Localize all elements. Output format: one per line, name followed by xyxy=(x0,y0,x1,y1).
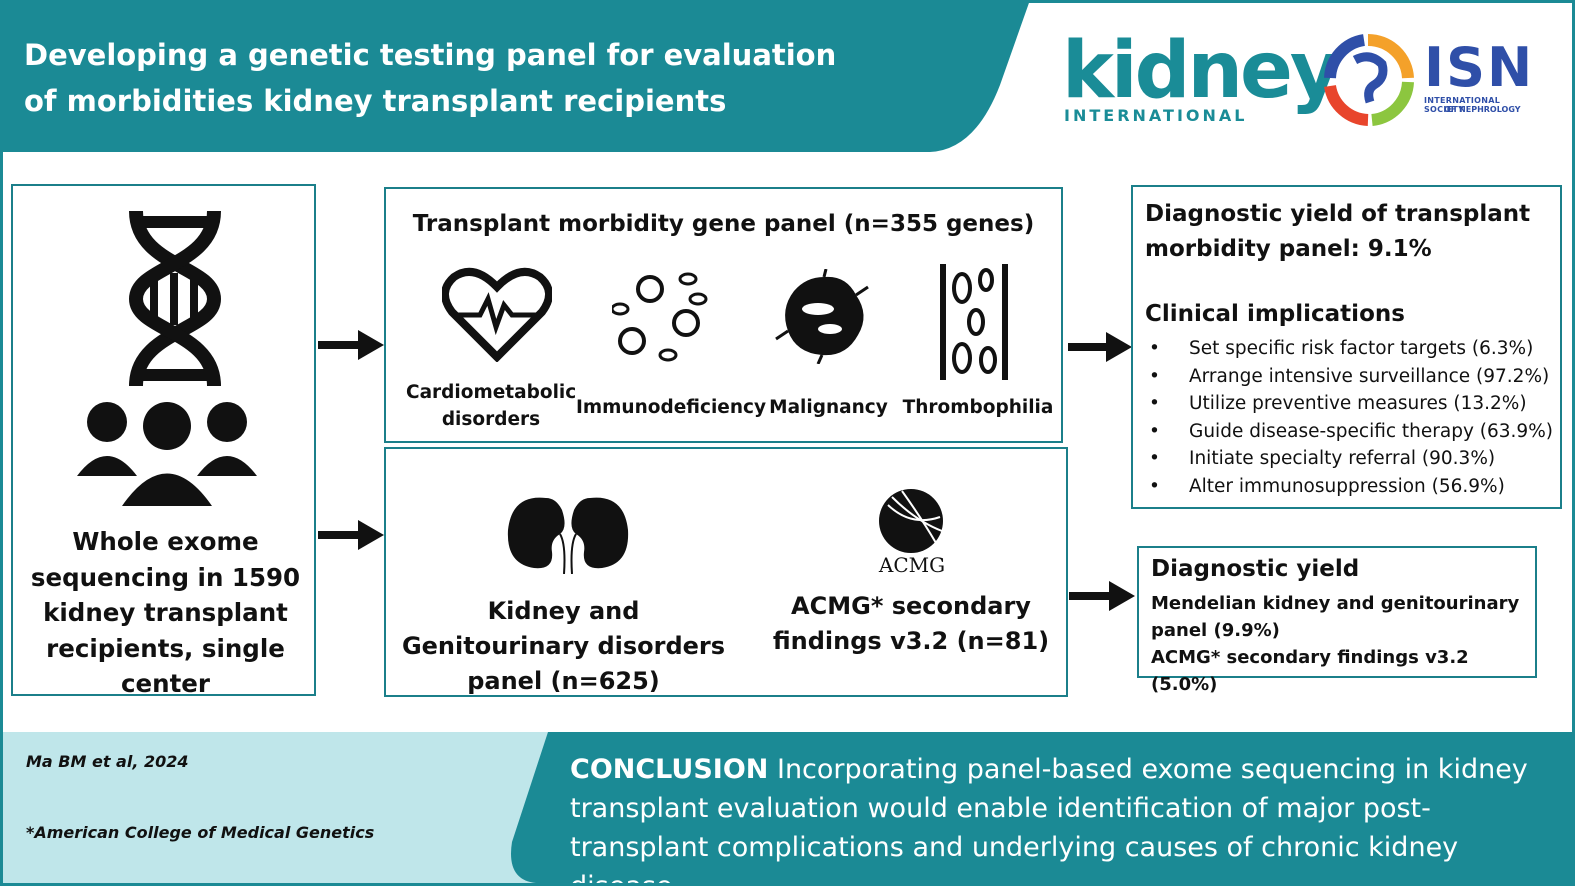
implications-title: Clinical implications xyxy=(1145,301,1405,327)
dna-icon xyxy=(128,211,222,386)
category-cardiometabolic: Cardiometabolic disorders xyxy=(406,382,577,430)
cohort-description: Whole exome sequencing in 1590 kidney tr… xyxy=(30,527,301,698)
cohort-box: Whole exome sequencing in 1590 kidney tr… xyxy=(11,184,316,698)
acmg-secondary-findings-label: ACMG* secondary findings v3.2 (n=81) xyxy=(772,592,1050,655)
cancer-cell-icon xyxy=(775,269,869,364)
title-banner xyxy=(0,0,1030,152)
list-item: •Alter immunosuppression (56.9%) xyxy=(1149,475,1505,497)
arrow-to-diagnostic-yield xyxy=(1069,581,1135,611)
diagnostic-yield-line-1: Mendelian kidney and genitourinary xyxy=(1151,593,1520,614)
category-thrombophilia: Thrombophilia xyxy=(902,397,1054,418)
kidney-international-logo: kidney INTERNATIONAL xyxy=(1062,26,1341,125)
gene-panel-box: Transplant morbidity gene panel (n=355 g… xyxy=(384,187,1063,443)
acmg-logo: ACMG xyxy=(876,487,946,587)
list-item: •Utilize preventive measures (13.2%) xyxy=(1149,393,1527,414)
gene-panel-title: Transplant morbidity gene panel (n=355 g… xyxy=(412,211,1035,237)
kidneys-icon xyxy=(507,497,629,574)
acmg-footnote: *American College of Medical Genetics xyxy=(26,823,375,842)
conclusion-lead: CONCLUSION xyxy=(570,754,769,785)
conclusion-text: CONCLUSION Incorporating panel-based exo… xyxy=(570,750,1560,886)
list-item: •Set specific risk factor targets (6.3%) xyxy=(1149,338,1534,359)
implications-list: •Set specific risk factor targets (6.3%)… xyxy=(1145,335,1560,500)
kidney-panel-label: Kidney and Genitourinary disorders panel… xyxy=(401,597,726,695)
yield-box: Diagnostic yield of transplant morbidity… xyxy=(1131,185,1562,509)
yield-title: Diagnostic yield of transplant morbidity… xyxy=(1145,201,1531,262)
citation: Ma BM et al, 2024 xyxy=(26,752,189,771)
diagnostic-yield-title: Diagnostic yield xyxy=(1151,556,1360,582)
list-item: •Arrange intensive surveillance (97.2%) xyxy=(1149,365,1550,387)
people-icon xyxy=(77,402,257,506)
category-malignancy: Malignancy xyxy=(769,397,888,418)
heart-icon xyxy=(442,267,552,362)
list-item: •Guide disease-specific therapy (63.9%) xyxy=(1149,420,1554,442)
page-title: Developing a genetic testing panel for e… xyxy=(24,38,837,118)
kidney-panel-box: Kidney and Genitourinary disorders panel… xyxy=(384,447,1068,697)
isn-logo: ISN INTERNATIONAL SOCIETY OF NEPHROLOGY xyxy=(1320,30,1540,130)
isn-globe-icon xyxy=(1324,33,1414,126)
diagnostic-yield-line-3: ACMG* secondary findings v3.2 (5.0%) xyxy=(1151,647,1469,695)
diagnostic-yield-line-2: panel (9.9%) xyxy=(1151,620,1280,641)
pathogen-icon xyxy=(612,272,708,362)
footer-citation-panel xyxy=(3,732,563,883)
arrow-to-yield xyxy=(1068,332,1132,362)
category-immunodeficiency: Immunodeficiency xyxy=(576,397,767,418)
acmg-emblem-icon xyxy=(879,489,943,553)
arrow-to-kidney-panel xyxy=(318,520,384,550)
arrow-to-gene-panel xyxy=(318,330,384,360)
diagnostic-yield-box: Diagnostic yield Mendelian kidney and ge… xyxy=(1137,546,1537,695)
blood-vessel-icon xyxy=(940,264,1008,380)
list-item: •Initiate specialty referral (90.3%) xyxy=(1149,448,1496,469)
conclusion-banner xyxy=(511,732,1572,883)
conclusion-body: Incorporating panel-based exome sequenci… xyxy=(570,754,1528,886)
